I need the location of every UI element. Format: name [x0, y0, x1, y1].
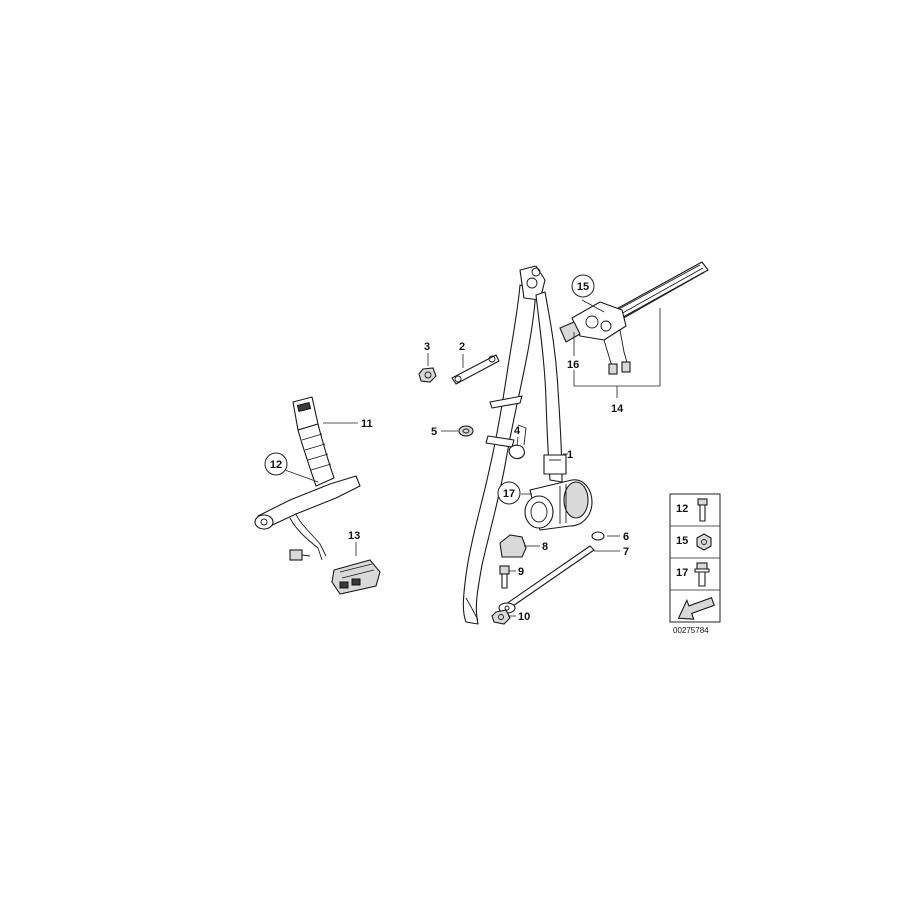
- callout-circle-12: [264, 452, 288, 476]
- nut-icon: [696, 533, 712, 551]
- callout-4: 4: [514, 425, 521, 437]
- callout-10: 10: [518, 611, 530, 623]
- callout-16: 16: [567, 359, 579, 371]
- callout-2: 2: [459, 341, 465, 353]
- callout-11: 11: [361, 418, 373, 430]
- document-number: 00275784: [673, 626, 709, 635]
- leader-lines: [284, 299, 661, 617]
- belt-retractor: [524, 479, 593, 531]
- anchor-bracket: [451, 354, 500, 385]
- seat-belt-strap: [462, 265, 567, 625]
- callout-8: 8: [542, 541, 548, 553]
- connector-13: [331, 559, 381, 595]
- flange-bolt-icon: [694, 562, 710, 587]
- callout-5: 5: [431, 426, 437, 438]
- cap-4: [508, 444, 525, 460]
- callout-circle-17: [497, 481, 521, 505]
- callout-7: 7: [623, 546, 629, 558]
- callout-17: 17: [503, 488, 515, 500]
- bolt-icon: [697, 498, 708, 522]
- callout-circle-15: [571, 274, 595, 298]
- legend-label-15: 15: [676, 535, 688, 547]
- callout-9: 9: [518, 566, 524, 578]
- ring-6: [591, 531, 605, 541]
- fastener-legend: 12 15 17 00275784: [669, 493, 721, 635]
- callout-6: 6: [623, 531, 629, 543]
- callout-12: 12: [270, 459, 282, 471]
- callout-13: 13: [348, 530, 360, 542]
- callout-15: 15: [577, 281, 589, 293]
- height-adjuster: [559, 261, 709, 375]
- seat-belt-buckle: [254, 396, 361, 561]
- callout-3: 3: [424, 341, 430, 353]
- nut-10: [491, 609, 511, 625]
- direction-arrow-icon: [677, 597, 715, 620]
- legend-label-17: 17: [676, 567, 688, 579]
- cover-8: [499, 534, 527, 558]
- callout-1: 1: [567, 449, 573, 461]
- callout-14: 14: [611, 403, 624, 415]
- callout-labels: 1 2 3 4 5 6 7 8 9 10 11 13 14 16 12 15 1…: [264, 274, 629, 623]
- hex-nut-3: [418, 367, 437, 383]
- legend-label-12: 12: [676, 503, 688, 515]
- bolt-9: [499, 565, 510, 589]
- washer-5: [458, 425, 474, 437]
